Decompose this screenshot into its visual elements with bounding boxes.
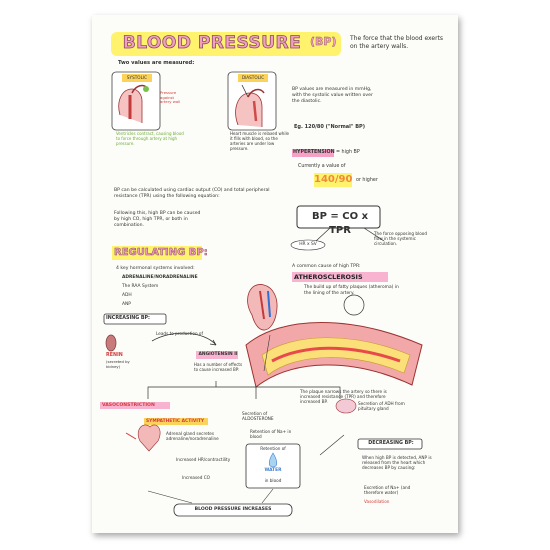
increasing-box [103,313,167,325]
regulating-heading: REGULATING BP: [114,247,208,259]
adh-text: Secretion of ADH from pituitary gland [358,401,405,412]
regulating-heading-bg [112,246,202,260]
water-top: Retention of [260,446,286,451]
increasing-label: INCREASING BP: [106,316,150,321]
angiotensin-highlight [196,351,238,359]
formula-tpr-note: The force opposing blood flow in the sys… [374,231,428,247]
hypertension-value: 140/90 [314,174,353,185]
hypertension-suffix: = high BP [336,150,360,155]
hypertension-currently: Currently a value of [298,164,346,169]
vasoconstriction-highlight [100,402,170,409]
athero-plaque-note: The plaque narrows the artery so there i… [300,389,387,405]
regulating-intro: 4 key hormonal systems involved: [116,266,195,271]
regulating-item-2: The RAA System [122,284,159,289]
formula-box [296,205,381,229]
result-box [173,503,293,517]
formula-hr-sv: HR x SV [299,242,317,247]
diastolic-heart-drawing [235,84,265,127]
title-highlight [111,32,341,56]
decreasing-text: When high BP is detected, ANP is release… [362,455,432,471]
renin-secreted: (secreted by kidney) [106,359,130,369]
formula-intro: BP can be calculated using cardiac outpu… [114,188,270,199]
brain-icon [335,398,357,414]
hypertension-value-highlight [314,173,352,187]
regulating-item-1: ADRENALINE/NORADRENALINE [122,275,198,280]
increased-hr: Increased HR/contractility [176,457,231,462]
branch-arrows [147,381,341,399]
athero-heart-drawing [247,284,278,331]
systolic-note: Pressure against artery wall [160,90,181,105]
athero-heading: ATHEROSCLEROSIS [294,273,363,281]
increased-co: Increased CO [182,475,210,480]
flow-arrows [147,434,345,504]
water-bottom: in blood [264,478,282,483]
hypertension-highlight [292,149,334,157]
title-abbr: (BP) [310,35,337,48]
formula-following: Following this, high BP can be caused by… [114,211,201,228]
aldosterone-text: Secretion of ALDOSTERONE [242,411,274,422]
kidney-icon [105,334,117,352]
result-label: BLOOD PRESSURE INCREASES [194,507,272,512]
units-example: Eg. 120/80 ("Normal" BP) [294,124,365,130]
regulating-item-3: ADH [122,293,132,298]
tpr-arrow [363,227,385,242]
decreasing-box [357,438,423,450]
adrenal-text: Adrenal gland secretes adrenaline/noradr… [166,431,219,442]
hr-sv-arrow [315,227,331,242]
sympathetic-highlight [144,418,208,425]
renin-label: RENIN [106,353,123,358]
decreasing-item-2: Vasodilation [364,499,390,504]
angiotensin-label: ANGIOTENSIN II [198,352,238,357]
athero-lead: A common cause of high TPR: [292,264,361,269]
renin-to-angiotensin-arrow [151,332,217,346]
hypertension-or-higher: or higher [356,178,378,183]
water-drop-icon [268,452,278,468]
decreasing-label: DECREASING BP: [368,441,414,446]
sympathetic-label: SYMPATHETIC ACTIVITY [146,419,205,424]
units-text: BP values are measured in mmHg, with the… [292,87,373,104]
vasoconstriction-label: VASOCONSTRICTION [102,403,155,408]
water-label: WATER [264,468,282,473]
hr-sv-bubble [290,239,326,251]
measurement-intro: Two values are measured: [118,60,195,66]
decreasing-item-1: Excretion of Na+ (and therefore water) [364,485,411,496]
sodium-text: Retention of Na+ in blood [250,429,292,440]
diastolic-label-bg [238,74,268,82]
artery-illustration [245,294,423,388]
adrenal-heart-drawing [125,424,161,452]
systolic-label: SYSTOLIC [126,75,148,80]
formula-equation: BP = CO x TPR [311,211,369,236]
athero-text: The build up of fatty plaques (atheroma)… [304,285,399,296]
diastolic-label: DIASTOLIC [241,75,265,80]
angiotensin-effect: Has a number of effects to cause increas… [194,362,243,372]
increasing-leads: Leads to production of [156,331,203,336]
hypertension-label: HYPERTENSION [293,150,335,155]
systolic-label-bg [122,74,152,82]
athero-heading-bg [292,272,388,282]
page-title: BLOOD PRESSURE [122,33,302,54]
systolic-caption: Ventricles contract, causing blood to fo… [116,131,184,146]
regulating-item-4: ANP [122,302,131,307]
bp-definition: The force that the blood exerts on the a… [350,35,444,50]
diastolic-caption: Heart muscle is relaxed while it fills w… [230,131,290,151]
sheet-illustrations [100,71,423,517]
systolic-heart-drawing [118,84,149,123]
revision-sheet: BLOOD PRESSURE (BP) The force that the b… [92,15,458,533]
